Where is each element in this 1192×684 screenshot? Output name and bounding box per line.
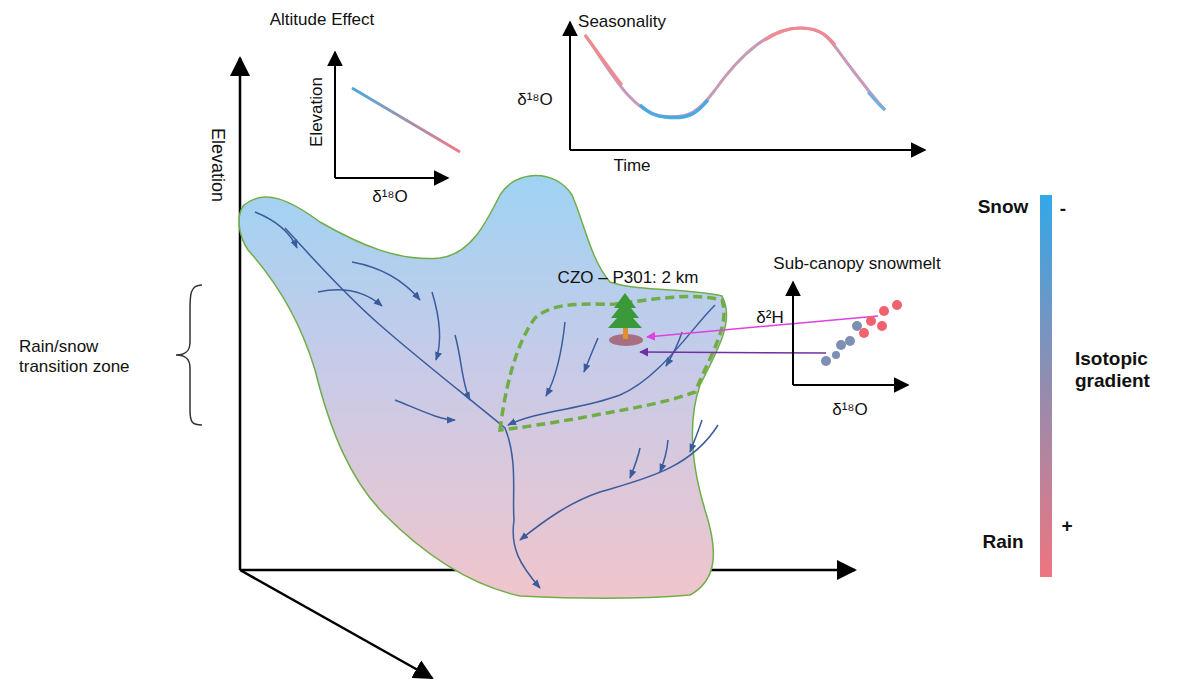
- zone-label: Rain/snow transition zone: [19, 337, 141, 376]
- catchment: [239, 175, 727, 598]
- stream-network: [255, 212, 718, 588]
- bracket: [176, 285, 202, 425]
- altitude-inset: [335, 52, 460, 178]
- inset-title: Altitude Effect: [270, 10, 375, 30]
- leader-arrow: [640, 352, 826, 353]
- inset-title: Seasonality: [578, 12, 666, 32]
- gradient-bar: [1040, 195, 1052, 577]
- scale-end-label: Snow: [978, 196, 1029, 218]
- sign-label: +: [1061, 515, 1072, 537]
- site-label: CZO – P301: 2 km: [558, 268, 699, 288]
- axis-title: Elevation: [208, 128, 229, 202]
- scale-title: Isotopic gradient: [1075, 348, 1185, 392]
- axis-title: Time: [613, 156, 650, 176]
- snowmelt-inset: [793, 282, 908, 385]
- axis-title: δ¹⁸O: [372, 187, 408, 207]
- sub-catchment-outline: [500, 297, 724, 430]
- seasonality-inset: [570, 22, 925, 150]
- inset-title: Sub-canopy snowmelt: [773, 254, 940, 274]
- axis-title: Elevation: [307, 77, 327, 147]
- axis-title: δ²H: [756, 308, 783, 328]
- scale-end-label: Rain: [982, 531, 1023, 553]
- sign-label: -: [1060, 198, 1066, 220]
- axis-title: δ¹⁸O: [832, 400, 868, 420]
- tree-plot: [608, 293, 643, 346]
- axis-title: δ¹⁸O: [517, 90, 553, 110]
